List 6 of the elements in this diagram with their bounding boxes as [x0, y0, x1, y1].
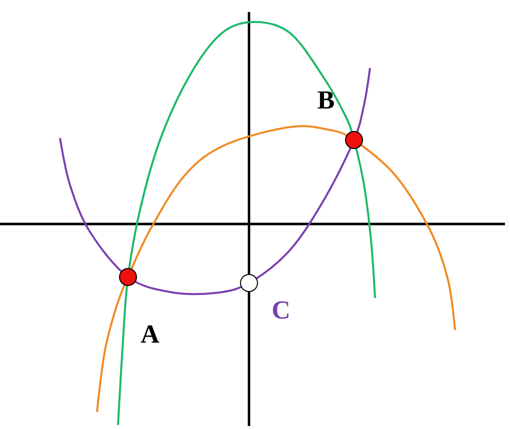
point-label: A: [140, 325, 160, 343]
point: [345, 131, 363, 149]
point-label: B: [318, 91, 334, 109]
point-label: C: [272, 301, 288, 319]
point: [240, 274, 258, 292]
point: [119, 268, 137, 286]
